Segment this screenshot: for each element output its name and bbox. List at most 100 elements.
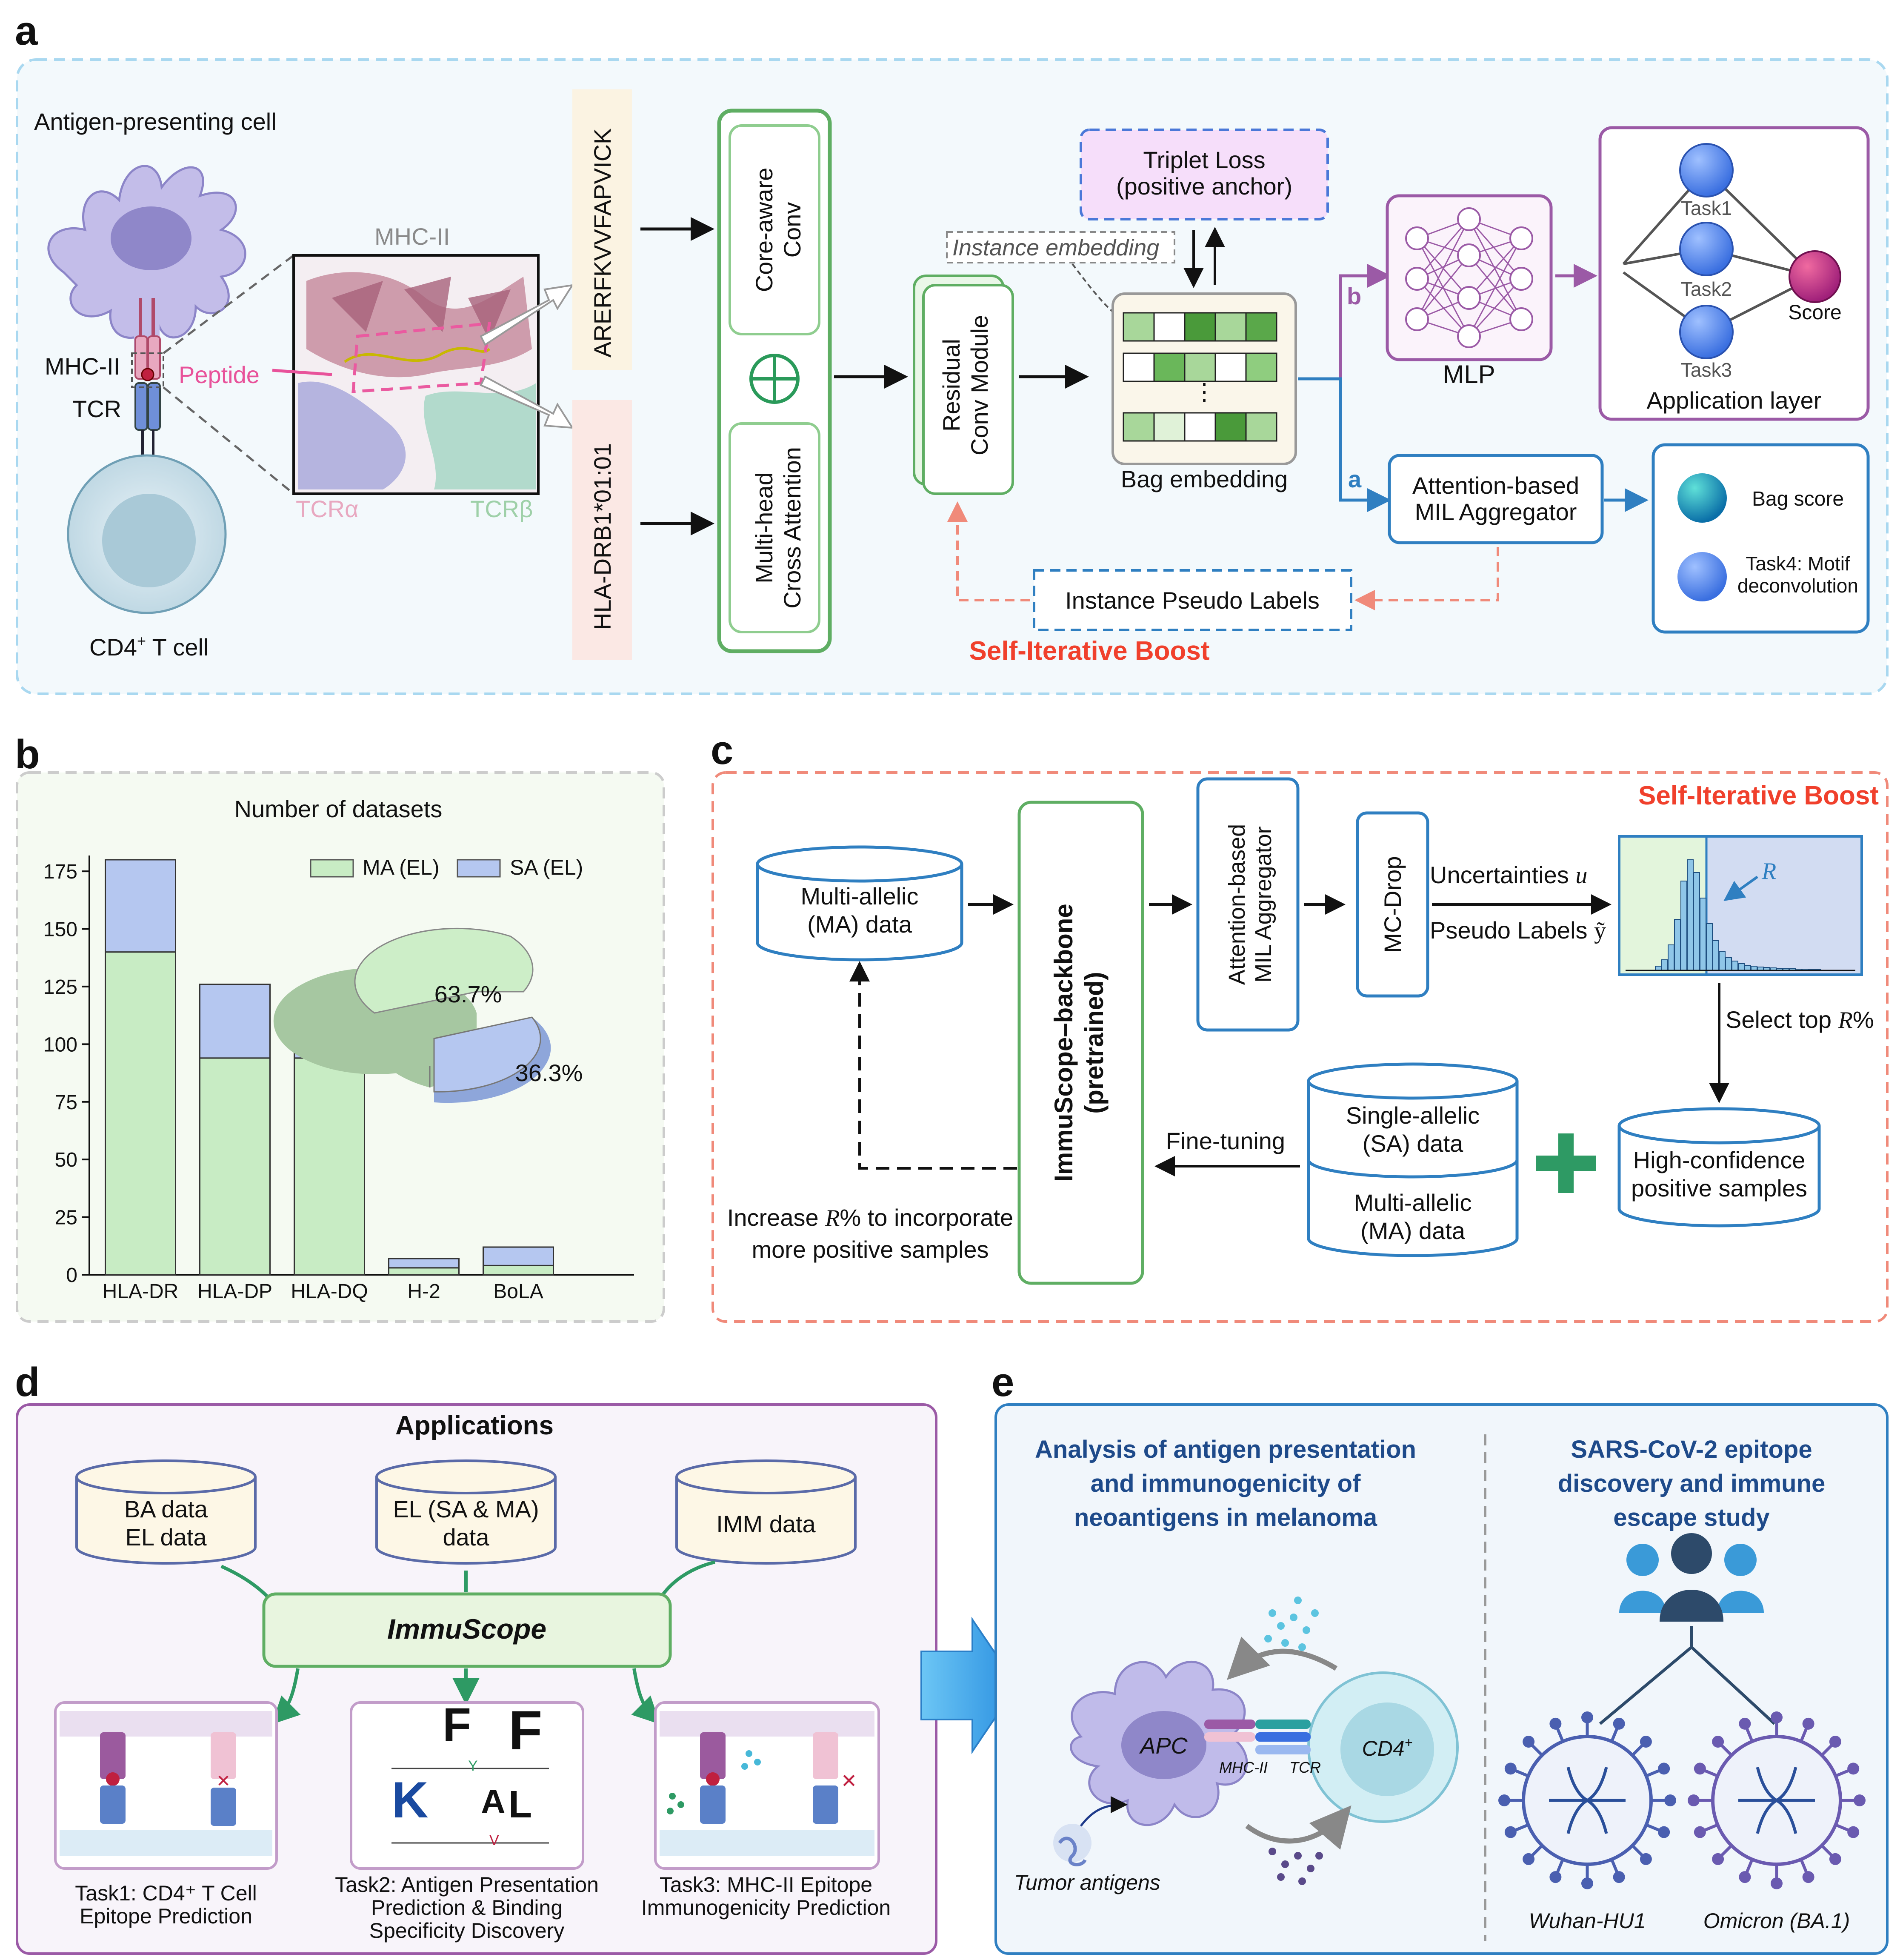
hist-bar: [1674, 919, 1681, 971]
spike-head: [1640, 1736, 1652, 1748]
spike-head: [1504, 1763, 1517, 1775]
mlp-node: [1405, 307, 1429, 331]
backbone-box: [1017, 801, 1144, 1285]
db-ba-el-cylinder: [75, 1459, 257, 1565]
embedding-cell: [1153, 312, 1186, 342]
sa-ma-cylinder: [1307, 1062, 1519, 1257]
mcdrop-box: [1356, 811, 1429, 998]
cytokine-dot: [1269, 1609, 1276, 1617]
svg-text:F: F: [509, 1699, 542, 1761]
mlp-node: [1457, 243, 1481, 267]
rna-strand: [1776, 1799, 1797, 1834]
task3-label: Task3: [1681, 359, 1732, 381]
pseudo-to-residual-line: [947, 501, 1030, 601]
mlp-label: MLP: [1443, 360, 1495, 389]
hist-right-region: [1706, 836, 1862, 975]
spike-head: [1771, 1711, 1783, 1723]
task1-illustration: ✕: [60, 1711, 272, 1856]
uncertainty-histogram: [1626, 859, 1855, 971]
tcr-alpha-label: TCRα: [296, 495, 358, 522]
panel-b-letter: b: [15, 732, 40, 777]
legend-ma-label: MA (EL): [363, 856, 440, 879]
people-link-left: [1599, 1646, 1693, 1725]
task2-motif-logo: F F K A L Y V: [391, 1699, 549, 1848]
spike-head: [1712, 1853, 1724, 1865]
spike-head: [1549, 1717, 1562, 1730]
legend-sa-label: SA (EL): [510, 856, 583, 879]
task1-node-icon: [1679, 143, 1734, 197]
panel-c-title: Self-Iterative Boost: [1638, 781, 1879, 810]
hist-bar: [1744, 965, 1751, 971]
svg-text:A: A: [481, 1783, 506, 1820]
spike-head: [1613, 1871, 1625, 1883]
residual-label: ResidualConv Module: [938, 315, 993, 455]
bag-embedding-grid: [1123, 312, 1277, 442]
triplet-loss-box: [1080, 129, 1329, 220]
bar-ma: [105, 951, 176, 1276]
tumor-arrow: [1080, 1796, 1128, 1827]
cytokine-dot: [1281, 1860, 1289, 1868]
spike-head: [1640, 1853, 1652, 1865]
hist-bar: [1712, 940, 1719, 971]
svg-text:Y: Y: [468, 1758, 478, 1774]
mlp-edge: [1416, 219, 1470, 279]
svg-text:✕: ✕: [841, 1769, 857, 1792]
db-imm-cylinder: [675, 1459, 857, 1565]
bag-embedding-label: Bag embedding: [1121, 466, 1288, 492]
bar-ma: [294, 1057, 365, 1276]
panel-a-letter: a: [15, 8, 38, 54]
hist-bar: [1693, 872, 1700, 971]
score-label: Score: [1788, 301, 1841, 324]
mil-c-box: [1196, 777, 1300, 1032]
panel-e-letter: e: [992, 1359, 1014, 1405]
embedding-cell: [1245, 312, 1277, 342]
hist-bar: [1719, 951, 1726, 971]
x-tick-label: HLA-DR: [103, 1280, 179, 1303]
cytokine-arrow-top: [1227, 1637, 1338, 1680]
rna-strand: [1586, 1767, 1608, 1802]
peptide-pointer: [272, 369, 332, 376]
boost-label: Self-Iterative Boost: [969, 636, 1209, 666]
mhc-label: MHC-II: [45, 353, 120, 380]
histogram-frame: [1618, 835, 1863, 976]
hist-bar: [1687, 859, 1694, 971]
hist-bar: [1725, 957, 1732, 971]
spike-head: [1658, 1763, 1670, 1775]
mlp-node: [1509, 226, 1533, 250]
task-graph: [1622, 143, 1841, 359]
mlp-edge: [1416, 255, 1470, 320]
embedding-cell: [1123, 312, 1155, 342]
high-confidence-cylinder: [1617, 1107, 1821, 1228]
spike-head: [1847, 1763, 1860, 1775]
mlp-node: [1457, 207, 1481, 231]
increase-r-label: Increase R% to incorporate: [727, 1204, 1013, 1231]
mlp-edge: [1468, 238, 1522, 298]
pie-chart: [273, 927, 551, 1103]
tumor-label: Tumor antigens: [1014, 1871, 1160, 1894]
ma-data-label: Multi-allelic(MA) data: [801, 883, 919, 938]
hist-bar: [1738, 963, 1745, 971]
protein-structure-image: [292, 254, 540, 495]
ma-data2-label: Multi-allelic(MA) data: [1354, 1189, 1472, 1244]
branch-a-label: a: [1348, 466, 1362, 492]
db-imm-label: IMM data: [716, 1511, 816, 1537]
rna-strand: [1566, 1767, 1588, 1802]
db-el-cylinder: [375, 1459, 557, 1565]
task1-label: Task1: [1681, 197, 1732, 219]
peptide-label: Peptide: [179, 361, 260, 388]
immuscope-label: ImmuScope: [387, 1613, 546, 1645]
spike-head: [1688, 1794, 1700, 1806]
cytokine-dot: [1269, 1848, 1276, 1855]
embedding-cell: [1153, 412, 1186, 442]
instance-embedding-label: Instance embedding: [952, 235, 1159, 260]
db-el-label: EL (SA & MA)data: [393, 1496, 539, 1551]
legend-ma-swatch: [310, 859, 354, 878]
spike-head: [1523, 1853, 1535, 1865]
immuscope-box: [262, 1592, 672, 1668]
people-icon: [1619, 1533, 1764, 1622]
rna-strand: [1776, 1767, 1797, 1802]
spike-head: [1613, 1717, 1625, 1730]
apc-label: Antigen-presenting cell: [34, 108, 277, 135]
spike-head: [1802, 1871, 1814, 1883]
